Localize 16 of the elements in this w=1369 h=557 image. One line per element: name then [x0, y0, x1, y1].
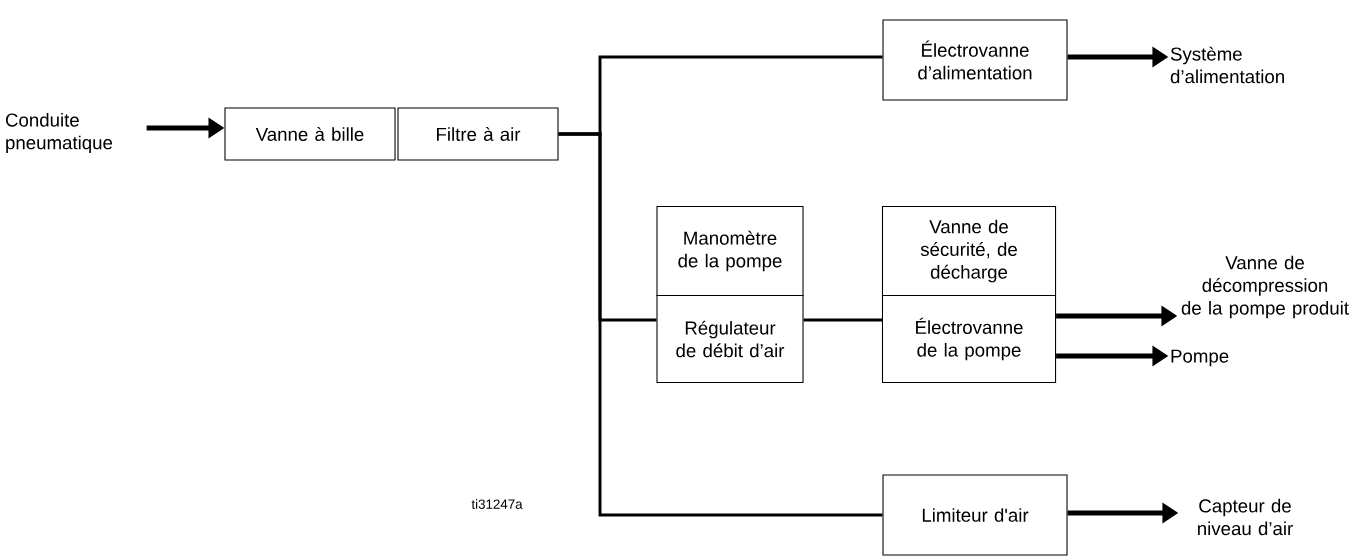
text-label: Pompe: [1171, 349, 1229, 367]
text-label: Système d’alimentation: [1170, 46, 1284, 84]
text-label: Capteur de niveau d’air: [1198, 498, 1293, 536]
component-box: Vanne de sécurité, de décharge: [881, 205, 1057, 297]
component-box: Filtre à air: [397, 107, 559, 161]
component-box: Vanne à bille: [224, 107, 396, 161]
figure-code: ti31247a: [471, 499, 523, 509]
component-box: Manomètre de la pompe: [656, 205, 804, 297]
component-box: Électrovanne de la pompe: [881, 295, 1057, 383]
connector-line: [558, 132, 883, 517]
text-label: Conduite pneumatique: [5, 112, 113, 154]
component-box: Régulateur de débit d’air: [656, 295, 804, 383]
component-box: Limiteur d'air: [882, 474, 1068, 556]
component-box: Électrovanne d’alimentation: [882, 19, 1068, 101]
connector-line: [803, 318, 882, 322]
text-label: Vanne de décompression de la pompe produit: [1181, 255, 1349, 319]
